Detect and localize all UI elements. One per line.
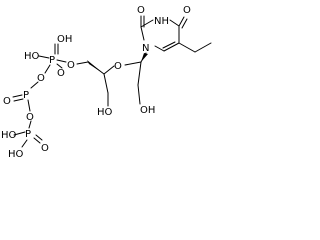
bond-c4-o-double [181, 18, 188, 29]
atom-nh: NH [154, 16, 169, 27]
wedge-c4p-c5p [87, 60, 104, 74]
bond-c1p-o4p [124, 61, 142, 66]
atom-labels: O O NH N O O P OH O HO O P O O HO P O HO… [1, 5, 191, 160]
atom-ho-alpha: HO [24, 51, 40, 62]
structure-canvas: O O NH N O O P OH O HO O P O O HO P O HO… [0, 0, 215, 173]
bond-ethyl [194, 42, 212, 53]
bond-pb-o-double [13, 98, 24, 102]
atom-n1: N [142, 43, 149, 54]
atom-p-alpha: P [49, 55, 55, 66]
bond-pg-o [33, 137, 41, 144]
atom-o-c4: O [183, 5, 191, 16]
bond-c6-n1 [154, 45, 165, 52]
atom-ho-gamma2: HO [8, 149, 24, 160]
atom-o-bridge1: O [37, 73, 45, 84]
atom-oh-alpha: OH [57, 34, 72, 45]
atom-o-alpha-top: O [57, 68, 65, 79]
bond-pg-o-double [35, 134, 43, 141]
bond-obridge2-pg [28, 120, 32, 129]
atom-o-bridge2: O [26, 112, 34, 123]
atom-o-gamma: O [41, 143, 49, 154]
atom-ho-3p: HO [97, 107, 113, 118]
bond-c5-c6 [163, 42, 180, 52]
bond-n1-c2 [140, 26, 145, 41]
molecule-structure: O O NH N O O P OH O HO O P O O HO P O HO… [1, 5, 212, 160]
bond-o4p-c4p [103, 65, 115, 75]
bond-c2p-oh [137, 84, 141, 105]
atom-o-beta: O [3, 96, 11, 107]
atom-oh-2p: OH [140, 105, 155, 116]
atom-o-c2: O [137, 5, 145, 16]
bond-c4p-c3p [103, 73, 109, 94]
bond-o5p-pa [56, 59, 67, 63]
atom-o-5p: O [67, 60, 75, 71]
bond-pb-obridge2 [27, 99, 31, 112]
bond-pa-obridge [44, 64, 51, 74]
bond-c4-o [178, 16, 185, 27]
wedge-c1p-n1 [141, 53, 148, 62]
bond-obridge-pb [30, 81, 39, 89]
bond-pa-ho [38, 55, 50, 59]
bond-n3-c4 [169, 19, 180, 27]
stereo-bonds [87, 53, 148, 74]
atom-p-beta: P [23, 90, 29, 101]
bond-c5p-o5p [76, 61, 89, 65]
bond-pa-oh [56, 63, 63, 69]
bond-c1p-c2p [137, 61, 142, 86]
bond-c2-n3 [140, 19, 154, 28]
atom-ho-gamma1: HO [1, 130, 17, 141]
bond-pg-ho1 [13, 131, 26, 136]
bond-pg-ho2 [21, 139, 28, 148]
atom-o-ring: O [114, 61, 122, 72]
bond-c5-c6-double [162, 41, 176, 49]
bond-c5-ethyl [178, 42, 196, 53]
bond-pb-o [12, 94, 23, 98]
atom-p-gamma: P [25, 129, 31, 140]
